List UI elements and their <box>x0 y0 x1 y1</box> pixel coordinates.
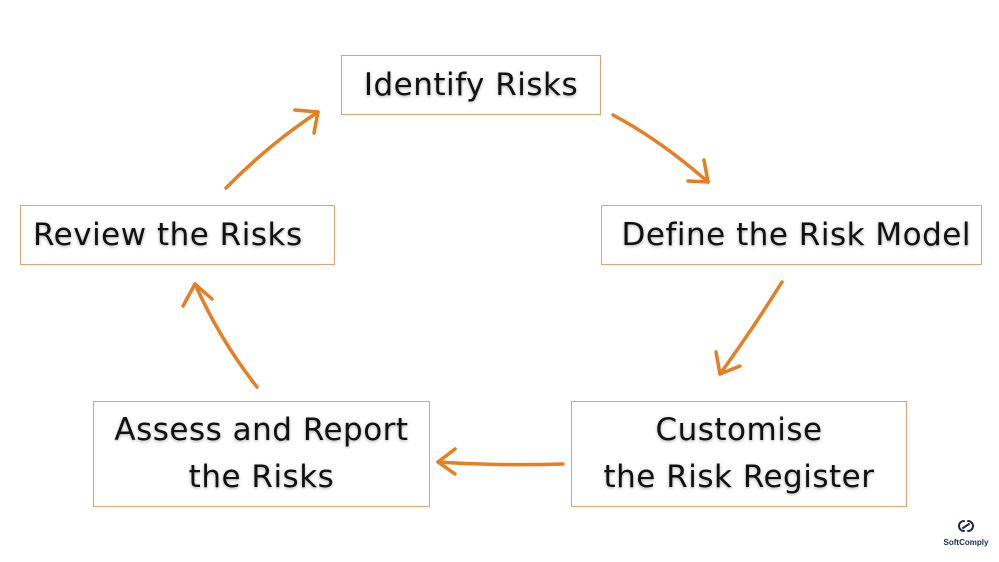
softcomply-logo-icon <box>958 520 974 532</box>
step-define-risk-model: Define the Risk Model <box>601 205 982 265</box>
step-label: Review the Risks <box>33 216 303 253</box>
step-label: Define the Risk Model <box>621 216 971 253</box>
step-label: Customise the Risk Register <box>603 412 875 495</box>
step-identify-risks: Identify Risks <box>341 55 601 115</box>
step-review-risks: Review the Risks <box>20 205 335 265</box>
softcomply-logo: SoftComply <box>938 518 994 552</box>
arrow-assess-to-review <box>181 282 259 389</box>
arrow-customise-to-assess <box>436 447 565 476</box>
step-customise-risk-register: Customise the Risk Register <box>571 401 907 507</box>
step-label: Assess and Report the Risks <box>114 412 409 495</box>
arrow-review-to-identify <box>224 108 320 190</box>
logo-text: SoftComply <box>943 538 989 547</box>
step-assess-and-report: Assess and Report the Risks <box>93 401 430 507</box>
arrow-identify-to-define <box>611 113 710 184</box>
step-label: Identify Risks <box>363 66 579 103</box>
arrow-define-to-customise <box>714 280 784 376</box>
